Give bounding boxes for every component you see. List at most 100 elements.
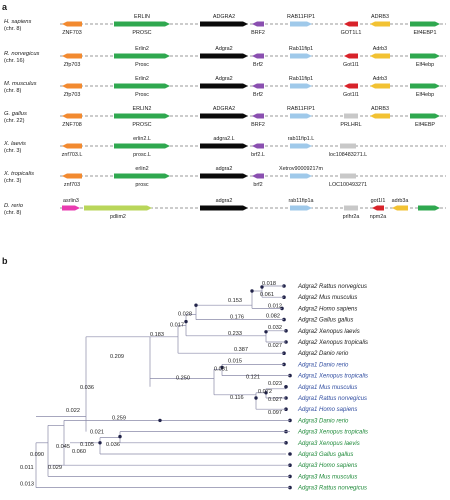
gene-label-below: prosc.L	[133, 152, 151, 158]
gene-label-below: Brf2	[253, 92, 263, 98]
gene-arrow	[252, 21, 264, 27]
branch-length-label: 0.097	[268, 410, 282, 416]
branch-length-label: 0.032	[268, 325, 282, 331]
branch-length-label: 0.060	[72, 449, 86, 455]
gene-arrow	[370, 113, 390, 119]
internal-node	[98, 441, 102, 445]
gene-label-below: Zfp703	[64, 92, 81, 98]
branch-length-label: 0.121	[246, 375, 260, 381]
gene-label-below: Zfp703	[64, 62, 81, 68]
gene-label-below: Got1l1	[343, 62, 359, 68]
panel-a-label: a	[2, 2, 8, 12]
gene-label-above: RAB11FIP1	[287, 106, 315, 112]
tree-leaf-label: Adgra2 Gallus gallus	[297, 318, 353, 324]
gene-label-above: Adrb3	[373, 46, 387, 52]
gene-label-above: Adgra2	[215, 76, 232, 82]
gene-label-below: Prosc	[135, 62, 149, 68]
chromosome-label: (chr. 8)	[4, 88, 22, 94]
gene-arrow	[418, 205, 440, 211]
gene-arrow	[114, 83, 170, 89]
gene-label-below: znf703	[64, 182, 80, 188]
gene-label-below: BRF2	[251, 30, 265, 36]
gene-label-below: prosc	[135, 182, 148, 188]
gene-label-above: adgra2	[216, 198, 233, 204]
gene-arrow	[62, 173, 82, 179]
gene-label-above: adrb3a	[392, 198, 409, 204]
branch-length-label: 0.013	[20, 482, 34, 488]
gene-label-below: Brf2	[253, 62, 263, 68]
branch-length-label: 0.022	[66, 408, 80, 414]
gene-arrow	[410, 83, 440, 89]
gene-label-above: Erlin2	[135, 46, 149, 52]
species-name: H. sapiens	[4, 19, 31, 25]
branch-length-label: 0.018	[262, 281, 276, 287]
internal-node	[194, 303, 198, 307]
branch-length-label: 0.029	[48, 465, 62, 471]
gene-arrow	[344, 83, 358, 89]
tree-leaf-label: Adgra3 Homo sapiens	[297, 463, 357, 469]
tree-leaf-label: Adgra2 Rattus norvegicus	[297, 284, 367, 290]
gene-label-above: ADRB3	[371, 106, 389, 112]
branch-length-label: 0.072	[258, 389, 272, 395]
gene-arrow	[252, 143, 264, 149]
tree-leaf-label: Adgra1 Homo sapiens	[297, 407, 357, 413]
species-name: D. rerio	[4, 203, 24, 209]
branch-length-label: 0.045	[56, 444, 70, 450]
gene-label-below: PROSC	[132, 122, 151, 128]
gene-label-above: got1l1	[371, 198, 386, 204]
tree-leaf-label: Adgra2 Xenopus tropicalis	[297, 340, 368, 346]
gene-arrow	[62, 53, 82, 59]
chromosome-label: (chr. 16)	[4, 58, 25, 64]
species-name: R. norvegicus	[4, 51, 40, 57]
tree-leaf-label: Adgra3 Xenopus tropicalis	[297, 430, 368, 436]
panel-b-label: b	[2, 256, 8, 266]
branch-length-label: 0.023	[268, 381, 282, 387]
gene-label-above: Rab11fip1	[289, 46, 313, 52]
tree-leaf-label: Adgra1 Mus musculus	[297, 385, 357, 391]
branch-length-label: 0.027	[268, 343, 282, 349]
gene-arrow	[62, 205, 80, 211]
gene-arrow	[62, 21, 82, 27]
gene-arrow	[252, 113, 264, 119]
internal-node	[264, 391, 268, 395]
gene-label-above: ADGRA2	[213, 14, 235, 20]
tree-leaf-label: Adgra2 Xenopus laevis	[297, 329, 360, 335]
branch-length-label: 0.105	[80, 442, 94, 448]
leaf-node	[288, 452, 292, 456]
gene-arrow	[252, 83, 264, 89]
branch-length-label: 0.176	[230, 315, 244, 321]
gene-label-above: Adrb3	[373, 76, 387, 82]
gene-arrow	[84, 205, 152, 211]
internal-node	[250, 289, 254, 293]
branch-length-label: 0.021	[90, 430, 104, 436]
gene-arrow	[344, 113, 358, 119]
chromosome-label: (chr. 8)	[4, 26, 22, 32]
species-name: M. musculus	[4, 81, 37, 87]
gene-arrow	[200, 113, 248, 119]
gene-label-below: Elf4EBP	[415, 122, 435, 128]
gene-label-above: rab11fip1.L	[288, 136, 315, 142]
gene-arrow	[290, 205, 312, 211]
gene-label-above: adgra2	[216, 166, 233, 172]
gene-arrow	[290, 143, 312, 149]
gene-label-above: Xetrov90009217m	[279, 166, 324, 172]
internal-node	[254, 396, 258, 400]
gene-label-above: ERLIN2	[133, 106, 152, 112]
leaf-node	[284, 385, 288, 389]
gene-arrow	[114, 21, 170, 27]
synteny-row: M. musculus(chr. 8)Zfp703Erlin2ProscAdgr…	[4, 76, 446, 98]
gene-arrow	[114, 53, 170, 59]
branch-length-label: 0.081	[214, 366, 228, 372]
branch-length-label: 0.082	[266, 314, 280, 320]
gene-label-above: Adgra2	[215, 46, 232, 52]
gene-label-above: adgra2.L	[213, 136, 234, 142]
gene-arrow	[340, 173, 356, 179]
gene-label-below: Elf4ebp	[416, 92, 434, 98]
tree-leaf-label: Adgra2 Danio rerio	[297, 351, 349, 357]
gene-label-below: znf703.L	[62, 152, 83, 158]
tree-leaf-label: Adgra3 Gallus gallus	[297, 452, 353, 458]
gene-arrow	[200, 143, 248, 149]
tree-leaf-label: Adgra1 Danio rerio	[297, 362, 349, 368]
gene-arrow	[410, 113, 440, 119]
